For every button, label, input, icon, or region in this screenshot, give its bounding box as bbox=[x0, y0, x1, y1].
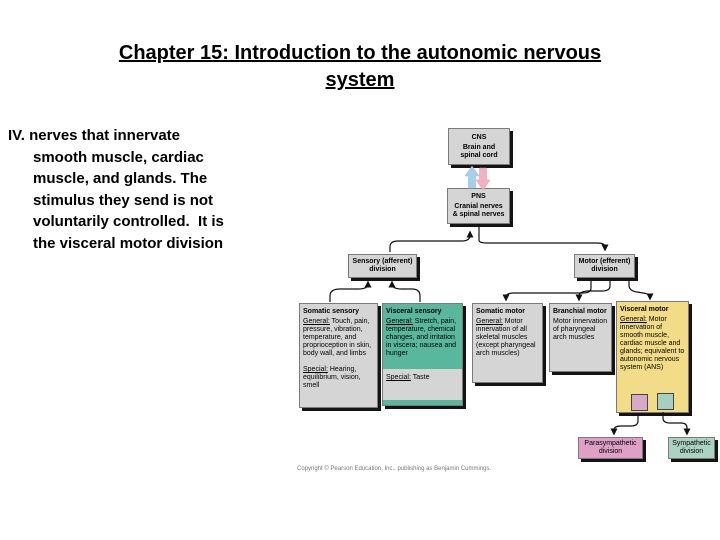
somatic-sensory-special: Special: Hearing, equilibrium, vision, s… bbox=[303, 366, 361, 389]
branchial-motor-title: Branchial motor bbox=[553, 308, 607, 315]
pns-subtitle: Cranial nerves& spinal nerves bbox=[452, 203, 505, 218]
ans-to-sympathetic-connector bbox=[662, 412, 691, 436]
ascending-arrow-icon bbox=[464, 165, 480, 189]
visceral-motor-general: General: Motor innervation of smooth mus… bbox=[620, 316, 685, 371]
sensory-division-label: Sensory (afferent)division bbox=[352, 258, 413, 273]
somatic-sensory-box: Somatic sensory General: Touch, pain, pr… bbox=[299, 303, 378, 408]
visceral-sensory-box: Visceral sensory General: Stretch, pain,… bbox=[382, 303, 463, 406]
motor-division-label: Motor (efferent)division bbox=[578, 258, 631, 273]
pns-box: PNS Cranial nerves& spinal nerves bbox=[447, 188, 510, 224]
ans-to-parasympathetic-connector bbox=[610, 413, 639, 436]
pns-to-motor-connector bbox=[478, 225, 609, 252]
somatic-sensory-general: General: Touch, pain, pressure, vibratio… bbox=[303, 318, 372, 357]
copyright-text: Copyright © Pearson Education, Inc., pub… bbox=[297, 466, 492, 472]
sympathetic-swatch bbox=[657, 393, 674, 410]
page-title: Chapter 15: Introduction to the autonomi… bbox=[118, 42, 602, 91]
sympathetic-division-box: Sympathetic division bbox=[668, 437, 715, 459]
visceral-sensory-connector bbox=[388, 280, 421, 302]
branchial-motor-text: Motor innervation of pharyngeal arch mus… bbox=[553, 318, 608, 341]
parasympathetic-swatch bbox=[631, 394, 648, 411]
motor-to-somatic-connector bbox=[502, 281, 592, 302]
motor-to-branchial-connector bbox=[575, 281, 611, 302]
visceral-sensory-title: Visceral sensory bbox=[386, 308, 442, 315]
somatic-sensory-connector bbox=[329, 280, 372, 302]
descending-arrow-icon bbox=[475, 167, 491, 191]
somatic-sensory-title: Somatic sensory bbox=[303, 308, 360, 315]
somatic-motor-box: Somatic motor General: Motor innervation… bbox=[472, 303, 543, 383]
visceral-motor-title: Visceral motor bbox=[620, 306, 669, 313]
branchial-motor-box: Branchial motor Motor innervation of pha… bbox=[549, 303, 612, 372]
afferent-to-pns-connector bbox=[389, 230, 474, 252]
pns-title: PNS bbox=[471, 193, 486, 200]
motor-to-visceral-connector bbox=[628, 281, 654, 301]
sympathetic-label: Sympathetic division bbox=[672, 440, 711, 455]
visceral-motor-box: Visceral motor General: Motor innervatio… bbox=[616, 301, 689, 413]
sensory-division-box: Sensory (afferent)division bbox=[348, 254, 417, 278]
parasympathetic-division-box: Parasympathetic division bbox=[578, 437, 643, 459]
somatic-motor-title: Somatic motor bbox=[476, 308, 526, 315]
parasympathetic-label: Parasympathetic division bbox=[584, 440, 637, 455]
cns-title: CNS bbox=[471, 133, 487, 141]
visceral-sensory-special: Special: Taste bbox=[383, 369, 462, 400]
visceral-sensory-general: General: Stretch, pain, temperature, che… bbox=[386, 318, 457, 357]
somatic-motor-general: General: Motor innervation of all skelet… bbox=[476, 318, 536, 357]
motor-division-box: Motor (efferent)division bbox=[574, 254, 635, 278]
